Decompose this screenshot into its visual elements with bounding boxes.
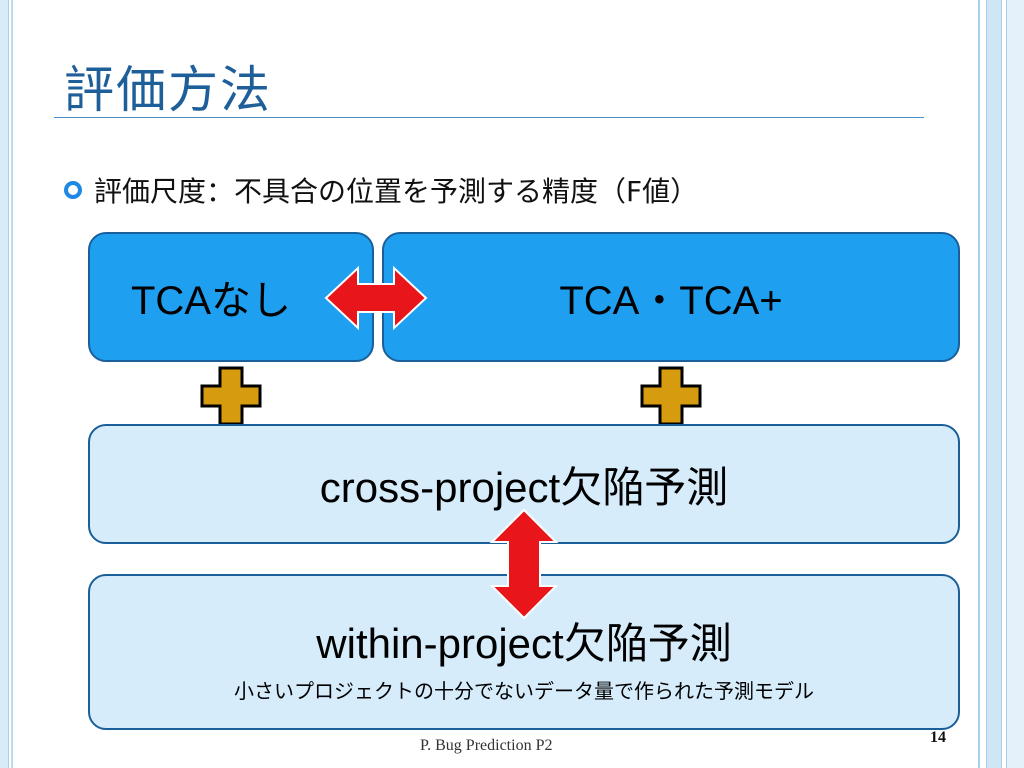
title-divider (54, 117, 924, 118)
frame-left-band (0, 0, 9, 768)
frame-right-band (986, 0, 1002, 768)
plus-icon (640, 366, 702, 426)
box-within-project-subtext: 小さいプロジェクトの十分でないデータ量で作られた予測モデル (234, 679, 814, 703)
page-number: 14 (930, 729, 946, 746)
ring-bullet-icon (64, 181, 82, 199)
slide-footer: P. Bug Prediction P2 (420, 737, 553, 754)
slide-title: 評価方法 (64, 61, 272, 119)
double-arrow-horizontal-icon (324, 265, 428, 331)
box-tca: TCA・TCA+ (382, 232, 960, 362)
box-no-tca-label: TCAなし (131, 279, 291, 323)
double-arrow-vertical-icon (489, 508, 559, 620)
box-within-project: within-project欠陥予測 小さいプロジェクトの十分でないデータ量で作… (88, 574, 960, 730)
box-tca-label: TCA・TCA+ (559, 279, 783, 323)
bullet-text: 評価尺度：不具合の位置を予測する精度（F値） (94, 175, 699, 208)
box-cross-project-label: cross-project欠陥予測 (319, 463, 729, 511)
plus-icon (200, 366, 262, 426)
box-within-project-label: within-project欠陥予測 (316, 620, 732, 667)
bullet-item: 評価尺度：不具合の位置を予測する精度（F値） (64, 170, 698, 210)
frame-right-line (978, 0, 980, 768)
frame-left-line (11, 0, 13, 768)
frame-right-edge (1006, 0, 1024, 768)
